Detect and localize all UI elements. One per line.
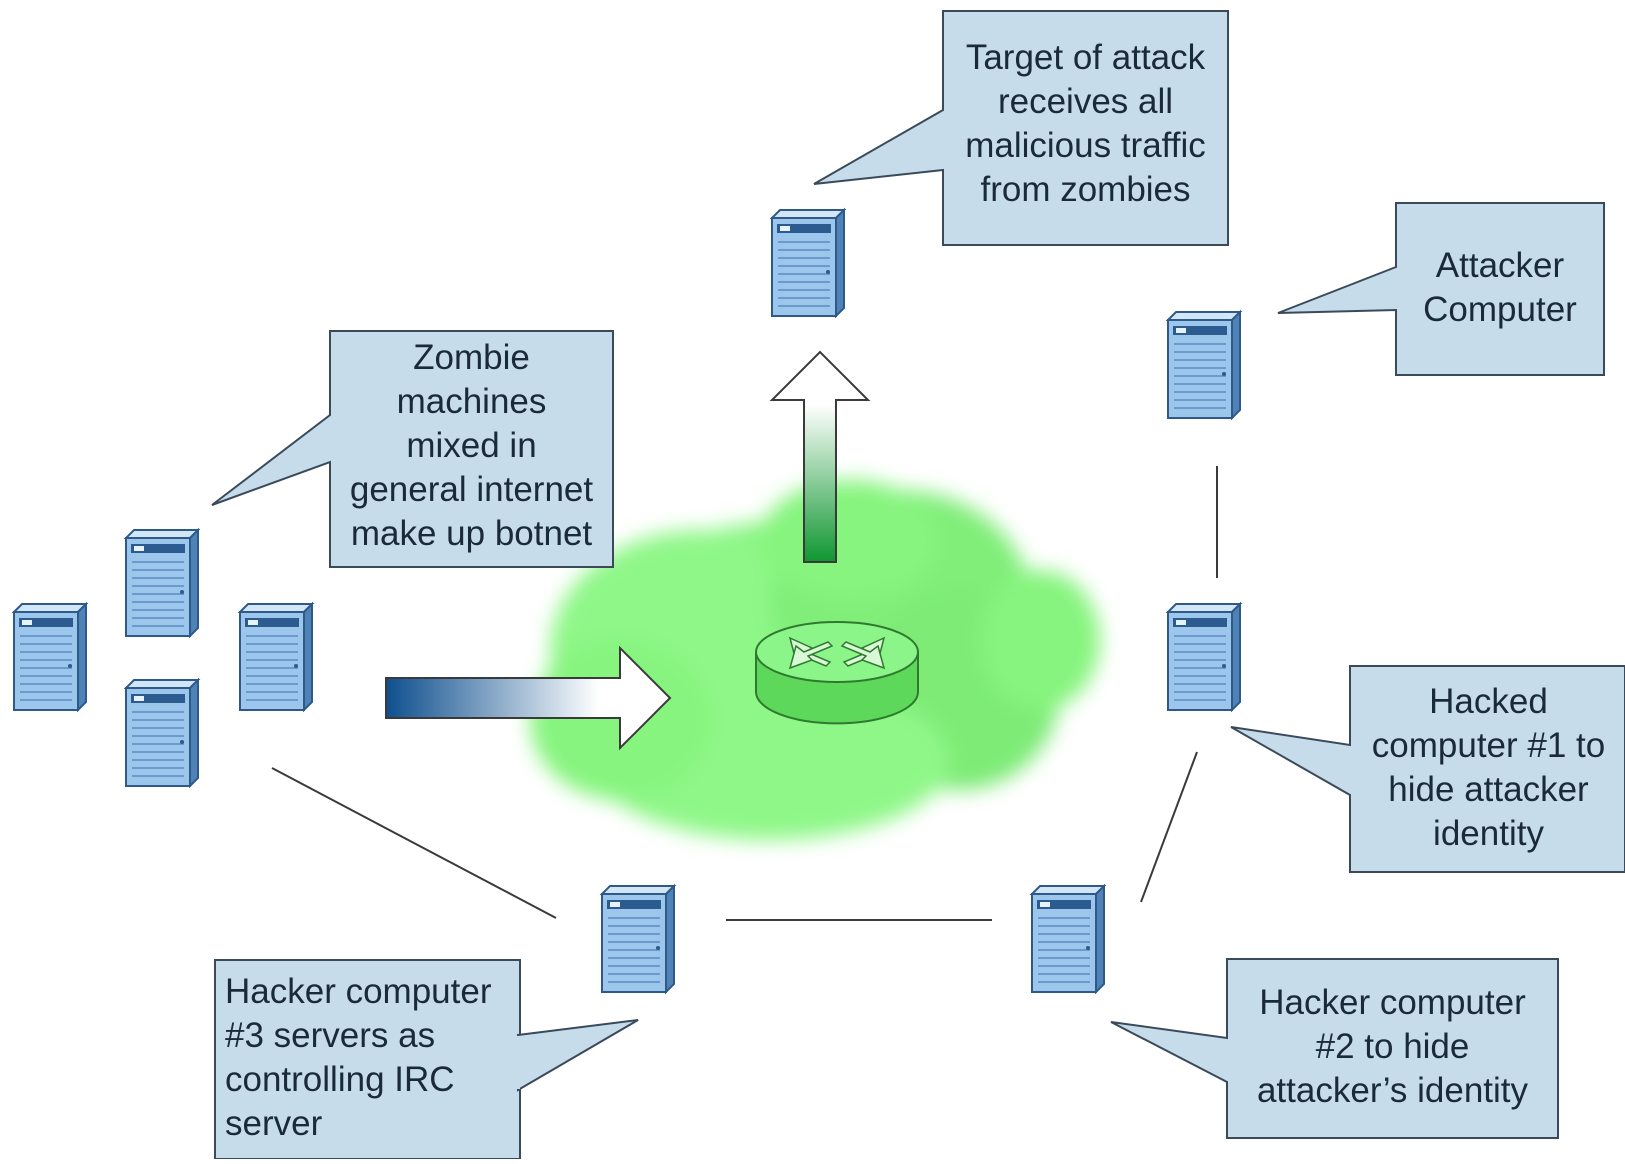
hacker3-server-icon <box>601 885 675 993</box>
zombie-server-icon <box>125 679 199 787</box>
attack-arrow-icon <box>769 350 871 563</box>
router-icon <box>755 621 919 725</box>
callout-target-box <box>813 10 1229 246</box>
callout-zombies-text: Zombie machines mixed in general interne… <box>349 338 594 553</box>
callout-attacker-box <box>1277 202 1605 376</box>
callout-hacker2-text: Hacker computer #2 to hide attacker’s id… <box>1256 983 1529 1110</box>
line-hacker3-zombies <box>271 767 557 919</box>
callout-hacker3-pointer <box>517 1019 639 1092</box>
line-hacked1-hacker2 <box>1140 751 1198 903</box>
callout-hacker3-text: Hacker computer #3 servers as controllin… <box>225 972 492 1143</box>
zombie-server-icon <box>239 603 313 711</box>
callout-attacker-text: Attacker Computer <box>1423 246 1577 329</box>
connection-lines <box>271 466 1218 921</box>
callout-hacker2-box <box>1110 958 1559 1139</box>
callout-zombies-box <box>211 330 614 568</box>
zombie-server-icon <box>13 603 87 711</box>
callout-target-text: Target of attack receives all malicious … <box>965 38 1206 209</box>
callout-hacked1-text: Hacked computer #1 to hide attacker iden… <box>1371 682 1606 853</box>
zombie-server-icon <box>125 529 199 637</box>
hacker2-server-icon <box>1031 885 1105 993</box>
callout-shapes <box>211 10 1625 1160</box>
hacked1-server-icon <box>1167 603 1241 711</box>
attacker-server-icon <box>1167 311 1241 419</box>
callout-hacked1-box <box>1230 665 1625 873</box>
traffic-arrow-icon <box>385 645 672 751</box>
target-server-icon <box>771 209 845 317</box>
